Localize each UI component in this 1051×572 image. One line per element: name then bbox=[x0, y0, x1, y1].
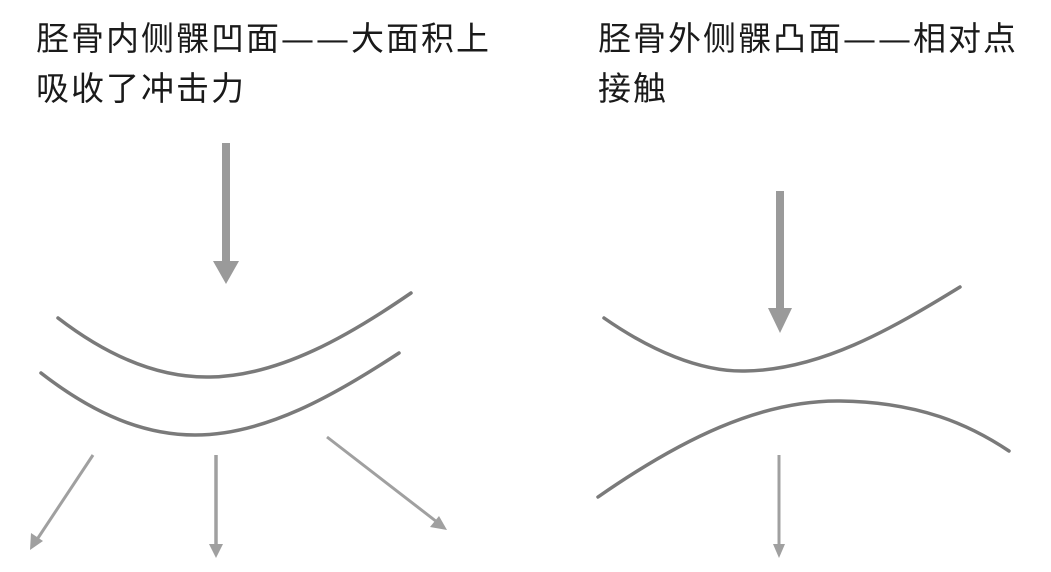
right-caption-line1: 胫骨外侧髁凸面——相对点 bbox=[598, 19, 1018, 58]
left-caption-line1: 胫骨内侧髁凹面——大面积上 bbox=[36, 19, 491, 58]
convex-surface-lower-curve bbox=[596, 399, 1011, 499]
left-caption: 胫骨内侧髁凹面——大面积上 吸收了冲击力 bbox=[36, 14, 491, 114]
contact-force-arrow-icon bbox=[768, 191, 792, 333]
right-caption-line2: 接触 bbox=[598, 69, 668, 108]
impact-force-arrow-icon bbox=[213, 143, 239, 284]
concave-surface-upper-curve bbox=[56, 291, 413, 379]
femoral-surface-upper-curve bbox=[602, 285, 962, 373]
dispersed-force-arrow-center-icon bbox=[209, 455, 223, 558]
left-caption-line2: 吸收了冲击力 bbox=[36, 69, 246, 108]
dispersed-force-arrow-right-icon bbox=[326, 435, 447, 530]
transmitted-force-arrow-icon bbox=[773, 455, 785, 558]
concave-surface-lower-curve bbox=[39, 351, 401, 437]
dispersed-force-arrow-left-icon bbox=[30, 454, 95, 550]
right-panel-diagram bbox=[596, 191, 1011, 558]
right-caption: 胫骨外侧髁凸面——相对点 接触 bbox=[598, 14, 1018, 114]
left-panel-diagram bbox=[30, 143, 447, 558]
